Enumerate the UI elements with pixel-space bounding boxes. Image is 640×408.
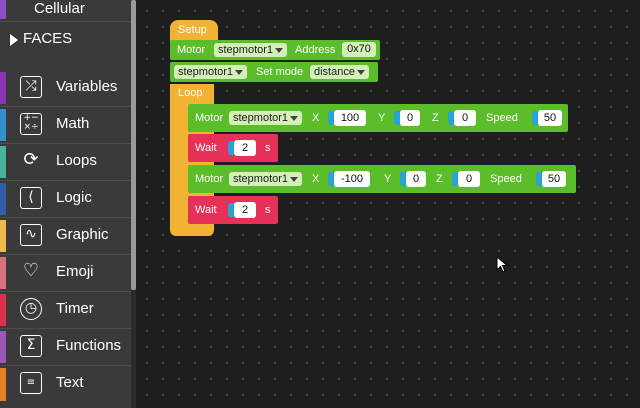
variables-icon: ⤮	[20, 76, 42, 98]
loop-label: Loop	[178, 87, 203, 99]
sidebar-item-label: Graphic	[56, 226, 109, 243]
number-nub	[400, 172, 406, 186]
seconds-unit-label: s	[265, 204, 271, 216]
sidebar-item-text[interactable]: ≡ Text	[0, 366, 134, 403]
motor-select-dropdown[interactable]: stepmotor1	[229, 172, 303, 186]
category-sidebar: Cellular FACES ⤮ Variables +−×÷ Math ⟳ L…	[0, 0, 134, 408]
sidebar-item-label: Loops	[56, 152, 97, 169]
sidebar-item-emoji[interactable]: ♡ Emoji	[0, 255, 134, 292]
functions-icon: Σ	[20, 335, 42, 357]
y-value-field[interactable]: 0	[406, 171, 426, 187]
sidebar-item-label: Cellular	[34, 0, 85, 17]
sidebar-item-label: Logic	[56, 189, 92, 206]
z-label: Z	[436, 173, 443, 185]
z-value-field[interactable]: 0	[454, 110, 476, 126]
timer-icon: ◷	[20, 298, 42, 320]
number-nub	[452, 172, 458, 186]
wait-block[interactable]: Wait 2 s	[188, 196, 278, 224]
x-label: X	[312, 112, 320, 124]
emoji-icon: ♡	[22, 260, 40, 281]
number-nub	[228, 203, 234, 217]
motor-address-block[interactable]: Motor stepmotor1 Address 0x70	[170, 40, 380, 60]
x-label: X	[312, 173, 320, 185]
motor-select-dropdown[interactable]: stepmotor1	[214, 43, 288, 57]
motor-select-dropdown[interactable]: stepmotor1	[229, 111, 303, 125]
sidebar-item-graphic[interactable]: ∿ Graphic	[0, 218, 134, 255]
sidebar-item-label: Math	[56, 115, 90, 132]
graphic-icon: ∿	[20, 224, 42, 246]
motor-label: Motor	[195, 112, 224, 124]
number-nub	[536, 172, 542, 186]
x-value-field[interactable]: 100	[334, 110, 366, 126]
sidebar-item-label: Text	[56, 374, 84, 391]
category-color-bar	[0, 0, 6, 19]
sidebar-item-label: Variables	[56, 78, 118, 95]
z-label: Z	[432, 112, 439, 124]
number-nub	[328, 111, 334, 125]
sidebar-item-timer[interactable]: ◷ Timer	[0, 292, 134, 329]
set-mode-block[interactable]: stepmotor1 Set mode distance	[170, 62, 378, 82]
number-nub	[228, 141, 234, 155]
sidebar-item-label: FACES	[23, 30, 73, 47]
text-icon: ≡	[20, 372, 42, 394]
sidebar-item-label: Emoji	[56, 263, 94, 280]
sidebar-item-logic[interactable]: ⟨ Logic	[0, 181, 134, 218]
sidebar-item-functions[interactable]: Σ Functions	[0, 329, 134, 366]
number-nub	[328, 172, 334, 186]
sidebar-item-cellular[interactable]: Cellular	[0, 0, 134, 22]
sidebar-item-faces[interactable]: FACES	[0, 24, 134, 64]
wait-label: Wait	[195, 204, 217, 216]
sidebar-item-math[interactable]: +−×÷ Math	[0, 107, 134, 144]
seconds-unit-label: s	[265, 142, 271, 154]
number-nub	[532, 111, 538, 125]
speed-label: Speed	[486, 112, 518, 124]
number-nub	[448, 111, 454, 125]
speed-value-field[interactable]: 50	[538, 110, 562, 126]
wait-value-field[interactable]: 2	[234, 140, 256, 156]
math-icon: +−×÷	[20, 113, 42, 135]
logic-icon: ⟨	[20, 187, 42, 209]
y-value-field[interactable]: 0	[400, 110, 420, 126]
x-value-field[interactable]: -100	[334, 171, 370, 187]
sidebar-item-label: Functions	[56, 337, 122, 354]
wait-block[interactable]: Wait 2 s	[188, 134, 278, 162]
address-value-field[interactable]: 0x70	[342, 42, 376, 57]
set-mode-label: Set mode	[256, 66, 304, 78]
z-value-field[interactable]: 0	[458, 171, 480, 187]
sidebar-item-loops[interactable]: ⟳ Loops	[0, 144, 134, 181]
faces-arrow-icon	[10, 34, 18, 46]
number-nub	[394, 111, 400, 125]
wait-label: Wait	[195, 142, 217, 154]
motor-label: Motor	[195, 173, 224, 185]
mode-value-dropdown[interactable]: distance	[310, 65, 369, 79]
sidebar-scrollbar-thumb[interactable]	[131, 0, 136, 290]
sidebar-item-variables[interactable]: ⤮ Variables	[0, 70, 134, 107]
wait-value-field[interactable]: 2	[234, 202, 256, 218]
sidebar-item-label: Timer	[56, 300, 94, 317]
blocks-workspace[interactable]: Setup Motor stepmotor1 Address 0x70 step…	[136, 0, 640, 408]
mode-motor-select-dropdown[interactable]: stepmotor1	[174, 65, 248, 79]
mouse-cursor-icon	[496, 256, 509, 273]
y-label: Y	[384, 173, 392, 185]
setup-label: Setup	[178, 24, 207, 36]
setup-block[interactable]: Setup	[170, 20, 218, 42]
address-label: Address	[295, 44, 336, 56]
speed-value-field[interactable]: 50	[542, 171, 566, 187]
y-label: Y	[378, 112, 386, 124]
speed-label: Speed	[490, 173, 522, 185]
loops-icon: ⟳	[23, 149, 39, 170]
motor-move-block[interactable]: Motor stepmotor1 X 100 Y 0 Z 0 Speed 50	[188, 104, 568, 132]
motor-label: Motor	[177, 44, 206, 56]
motor-move-block[interactable]: Motor stepmotor1 X -100 Y 0 Z 0 Speed 50	[188, 165, 576, 193]
